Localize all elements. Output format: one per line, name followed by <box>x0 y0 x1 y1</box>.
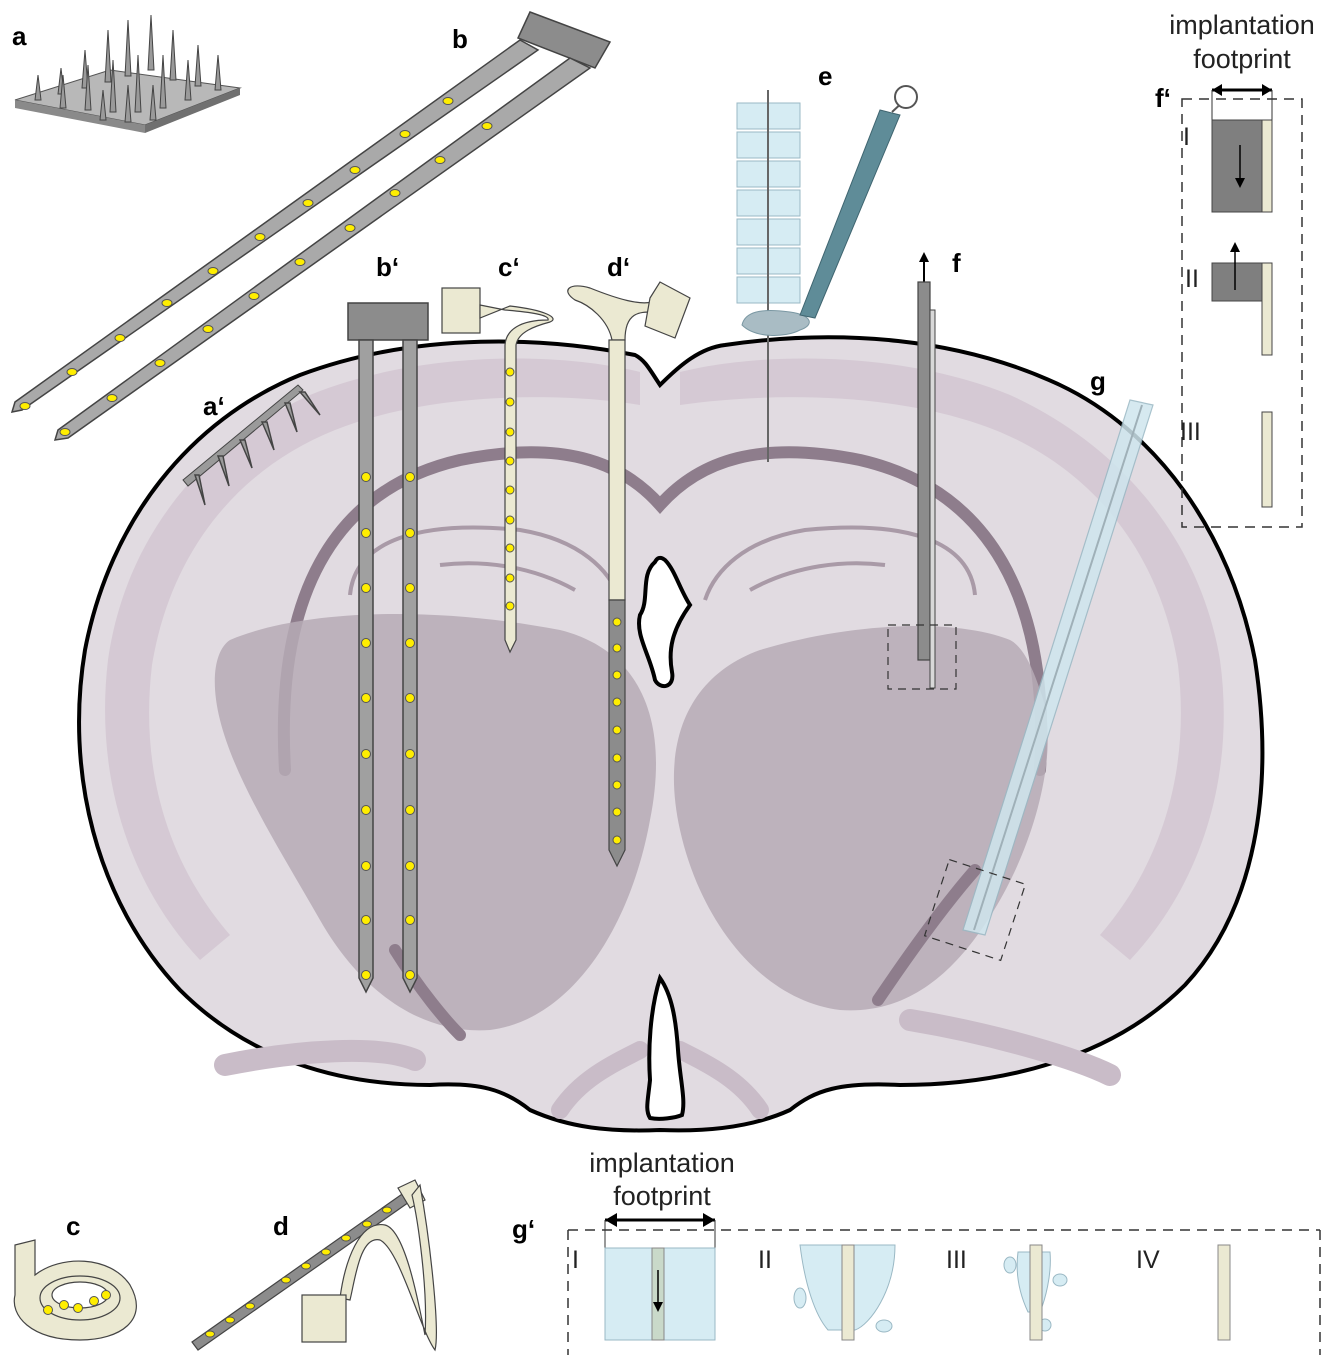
label-c-prime: c‘ <box>498 252 520 282</box>
label-f: f <box>952 248 961 278</box>
footprint-bottom-line2: footprint <box>613 1181 711 1211</box>
footprint-caption-bottom: implantation footprint <box>589 1148 735 1211</box>
footprint-caption-top: implantation footprint <box>1169 10 1315 74</box>
label-d-prime: d‘ <box>607 252 630 282</box>
label-g: g <box>1090 366 1106 396</box>
lower-arc-left <box>225 1051 415 1065</box>
flexible-probe-shuttle-icon <box>192 1180 436 1350</box>
panel-f-prime <box>1182 84 1302 527</box>
f-step-3: III <box>1180 418 1201 446</box>
label-g-prime: g‘ <box>512 1214 535 1244</box>
g-step-2: II <box>758 1246 772 1274</box>
label-c: c <box>66 1211 80 1241</box>
label-b: b <box>452 24 468 54</box>
g-step-4: IV <box>1136 1246 1160 1274</box>
label-a-prime: a‘ <box>203 391 225 421</box>
microneedle-array-icon <box>15 15 240 133</box>
f-step-1: I <box>1183 123 1190 151</box>
g-step-3: III <box>946 1246 967 1274</box>
label-a: a <box>12 21 27 51</box>
footprint-top-line2: footprint <box>1193 44 1291 74</box>
footprint-top-line1: implantation <box>1169 10 1315 40</box>
g-step-1: I <box>572 1246 579 1274</box>
label-b-prime: b‘ <box>376 252 399 282</box>
label-f-prime: f‘ <box>1155 83 1171 113</box>
panel-g-prime <box>568 1213 1320 1355</box>
brain-section <box>79 337 1262 1130</box>
label-d: d <box>273 1211 289 1241</box>
f-step-2: II <box>1185 265 1199 293</box>
footprint-bottom-line1: implantation <box>589 1148 735 1178</box>
f-prime-steps: I II III <box>1180 123 1201 446</box>
label-e: e <box>818 61 832 91</box>
flexible-polymer-probe-icon <box>14 1240 136 1340</box>
